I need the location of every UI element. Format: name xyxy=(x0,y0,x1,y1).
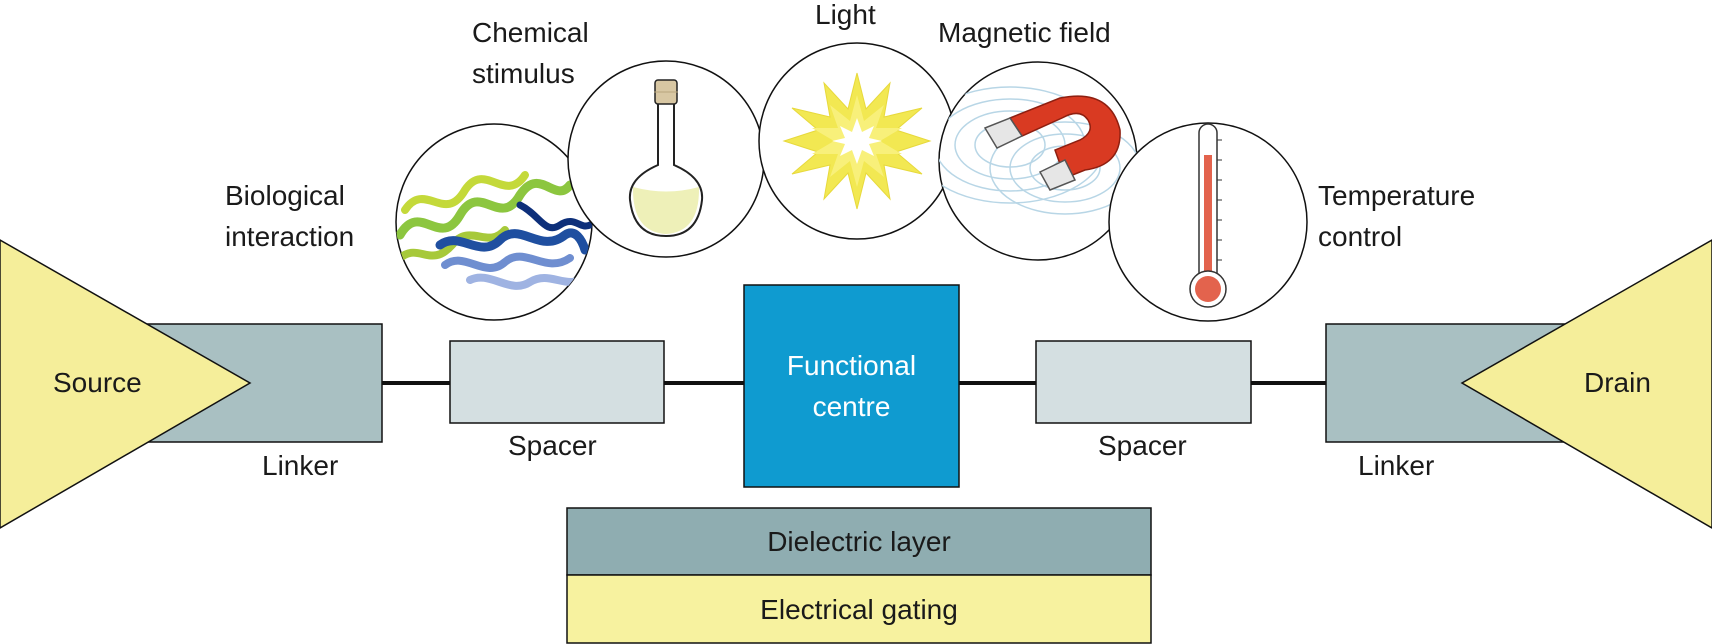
biological-interaction-label: Biological interaction xyxy=(225,175,354,257)
source-electrode xyxy=(0,239,252,529)
gating-label: Electrical gating xyxy=(760,593,958,625)
thermometer-icon xyxy=(1108,122,1308,322)
functional-centre-box xyxy=(743,284,960,488)
functional-centre-label: Functional centre xyxy=(744,285,959,487)
magnet-icon xyxy=(938,61,1138,261)
drain-label: Drain xyxy=(1584,367,1651,398)
dielectric-label: Dielectric layer xyxy=(767,526,951,557)
light-label: Light xyxy=(815,0,876,30)
protein-icon xyxy=(395,123,593,321)
chemical-stimulus-label: Chemical stimulus xyxy=(472,12,589,94)
biological-line-1: Biological xyxy=(225,180,345,211)
magnetic-field-label: Magnetic field xyxy=(938,17,1111,48)
linker-right-label: Linker xyxy=(1358,450,1435,481)
temperature-control-label: Temperature control xyxy=(1318,175,1475,257)
temperature-line-1: Temperature xyxy=(1318,180,1476,211)
spacer-right xyxy=(1035,340,1252,424)
functional-centre-line-1: Functional xyxy=(786,350,917,381)
biological-line-2: interaction xyxy=(225,221,355,252)
flask-icon xyxy=(567,60,765,258)
temperature-line-2: control xyxy=(1318,221,1403,252)
linker-left-label: Linker xyxy=(262,450,339,481)
functional-centre-line-2: centre xyxy=(812,391,891,422)
drain-electrode xyxy=(1460,239,1712,529)
dielectric-layer xyxy=(566,507,1152,576)
spacer-right-label: Spacer xyxy=(1098,430,1187,461)
chemical-line-1: Chemical xyxy=(472,17,589,48)
source-label: Source xyxy=(53,367,142,398)
sun-icon xyxy=(758,42,956,240)
electrical-gating xyxy=(566,574,1152,644)
chemical-line-2: stimulus xyxy=(472,58,575,89)
spacer-left xyxy=(449,340,665,424)
spacer-left-label: Spacer xyxy=(508,430,597,461)
